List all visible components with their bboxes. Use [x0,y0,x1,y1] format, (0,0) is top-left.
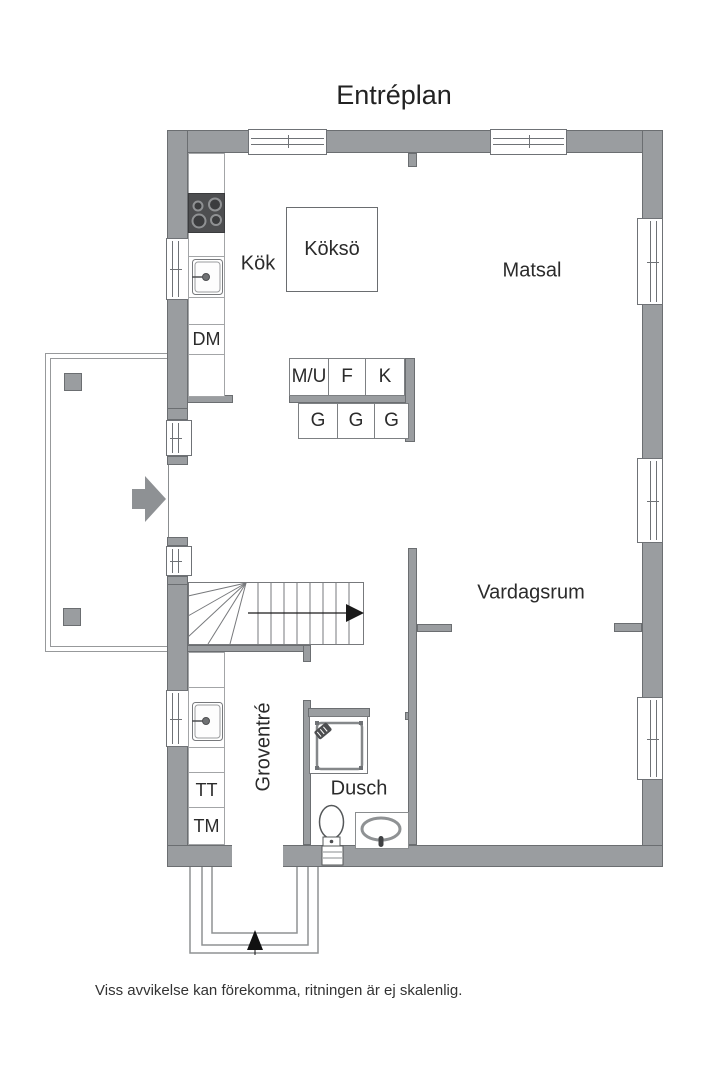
window-cap [167,576,188,585]
window-icon [490,129,567,155]
wardrobe-bar-horizontal [289,395,415,403]
appliance-cell-mu: M/U [289,358,329,396]
wardrobe-cell-g: G [337,403,375,439]
window-icon [637,458,663,543]
washer-box: TM [188,807,225,845]
dryer-box: TT [188,772,225,808]
front-door-threshold-line [168,465,169,537]
counter-section [188,153,225,194]
appliance-label: F [341,366,353,387]
counter-section [188,354,225,397]
front-door-opening [166,465,190,537]
window-cap [167,537,188,546]
room-label-matsal: Matsal [502,259,562,282]
toilet-icon [318,804,345,866]
appliance-cell-k: K [365,358,405,396]
room-label-dusch: Dusch [330,777,388,800]
utility-sink-icon [192,702,223,741]
window-cap [167,456,188,465]
entry-arrow-icon [132,476,166,522]
dishwasher-label: DM [192,329,221,349]
kitchen-island: Köksö [286,207,378,292]
dusch-top-bar [308,708,370,717]
deck-post-top [64,373,82,391]
entry-door-opening [232,844,283,868]
dishwasher-box: DM [188,324,225,355]
washer-label: TM [193,815,220,836]
stairs-icon [187,582,364,645]
kitchen-sink-icon [192,259,223,295]
window-icon [248,129,327,155]
dusch-door-jamb [405,712,409,720]
appliance-label: M/U [291,366,327,387]
kitchen-counter-end-bar [187,395,233,403]
appliance-cell-f: F [328,358,366,396]
dryer-label: TT [195,779,218,800]
wall-stub-top-center [408,153,417,167]
wardrobe-bar-vertical [405,358,415,442]
shower-icon [309,716,368,774]
disclaimer-text: Viss avvikelse kan förekomma, ritningen … [95,982,463,999]
porch-steps-icon [189,867,319,955]
window-icon [166,690,192,747]
appliance-label: K [378,366,392,387]
wardrobe-cell-g: G [374,403,409,439]
stove-icon [188,193,225,233]
counter-section [188,652,225,688]
room-label-kok: Kök [240,252,276,275]
dusch-left-wall [303,700,311,845]
wardrobe-label: G [348,410,364,431]
counter-section [188,232,225,257]
room-label-vardagsrum: Vardagsrum [477,581,585,604]
wall-top [167,130,663,153]
kitchen-island-label: Köksö [304,238,360,260]
window-cap [167,408,188,420]
counter-section [188,297,225,325]
window-icon [637,218,663,305]
deck-post-bottom [63,608,81,626]
counter-section [188,747,225,773]
interior-wall-long [408,548,417,845]
passage-stub-right-wall [614,623,642,632]
sidelight-window-icon [166,546,192,576]
page-title: Entréplan [336,80,452,110]
wardrobe-cell-g: G [298,403,338,439]
stairs-bottom-bar [187,645,311,652]
wall-bottom [167,845,663,867]
room-label-groventre: Groventré [252,702,275,792]
wardrobe-label: G [384,410,399,431]
washbasin-icon [355,812,409,849]
sidelight-window-icon [166,420,192,456]
window-icon [637,697,663,780]
stairs-bottom-stub [303,645,311,662]
wardrobe-label: G [310,410,326,431]
passage-stub-interior [417,624,452,632]
